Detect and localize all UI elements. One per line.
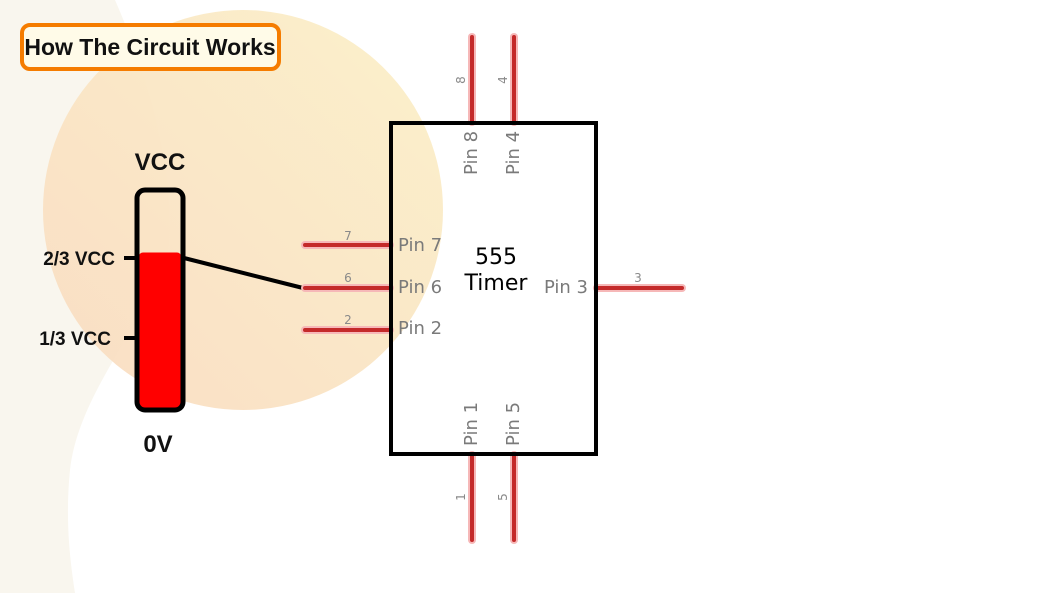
gauge-tube — [134, 187, 186, 413]
pin-5-label: Pin 5 — [503, 402, 524, 446]
pin-7-label: Pin 7 — [398, 235, 442, 256]
pin-5: 5 Pin 5 — [496, 402, 524, 544]
pin-3-number: 3 — [634, 271, 642, 285]
chip-name-line2: Timer — [464, 271, 529, 296]
pin-8-label: Pin 8 — [461, 131, 482, 175]
gauge-top-label: VCC — [135, 149, 186, 176]
pin-4-label: Pin 4 — [503, 131, 524, 175]
title-text: How The Circuit Works — [24, 34, 275, 60]
pin-6-label: Pin 6 — [398, 277, 442, 298]
tick-upper-label: 2/3 VCC — [43, 249, 115, 270]
pin-5-number: 5 — [496, 493, 510, 501]
gauge-fill — [139, 252, 181, 408]
pin-2-number: 2 — [344, 313, 352, 327]
pin-3: 3 Pin 3 — [544, 271, 686, 298]
pin-7: 7 Pin 7 — [301, 229, 442, 256]
pin-3-label: Pin 3 — [544, 277, 588, 298]
pin-8-number: 8 — [454, 76, 468, 84]
chip-body — [389, 121, 598, 456]
pin-2-label: Pin 2 — [398, 318, 442, 339]
pin-1-label: Pin 1 — [461, 402, 482, 446]
pin-2: 2 Pin 2 — [301, 313, 442, 339]
gauge-bottom-label: 0V — [143, 431, 172, 458]
pin-6-number: 6 — [344, 271, 352, 285]
title-badge: How The Circuit Works — [20, 23, 281, 71]
pin-4-number: 4 — [496, 76, 510, 84]
pin-7-number: 7 — [344, 229, 352, 243]
pin-6: 6 Pin 6 — [301, 271, 442, 298]
chip-name-line1: 555 — [475, 245, 517, 270]
pin-1: 1 Pin 1 — [454, 402, 482, 544]
pin-1-number: 1 — [454, 493, 468, 501]
voltage-gauge: VCC 2/3 VCC 1/3 VCC 0V — [39, 149, 186, 458]
pin-8: 8 Pin 8 — [454, 33, 482, 175]
connector-wire — [183, 256, 304, 290]
tick-lower-label: 1/3 VCC — [39, 329, 111, 350]
pin-4: 4 Pin 4 — [496, 33, 524, 175]
